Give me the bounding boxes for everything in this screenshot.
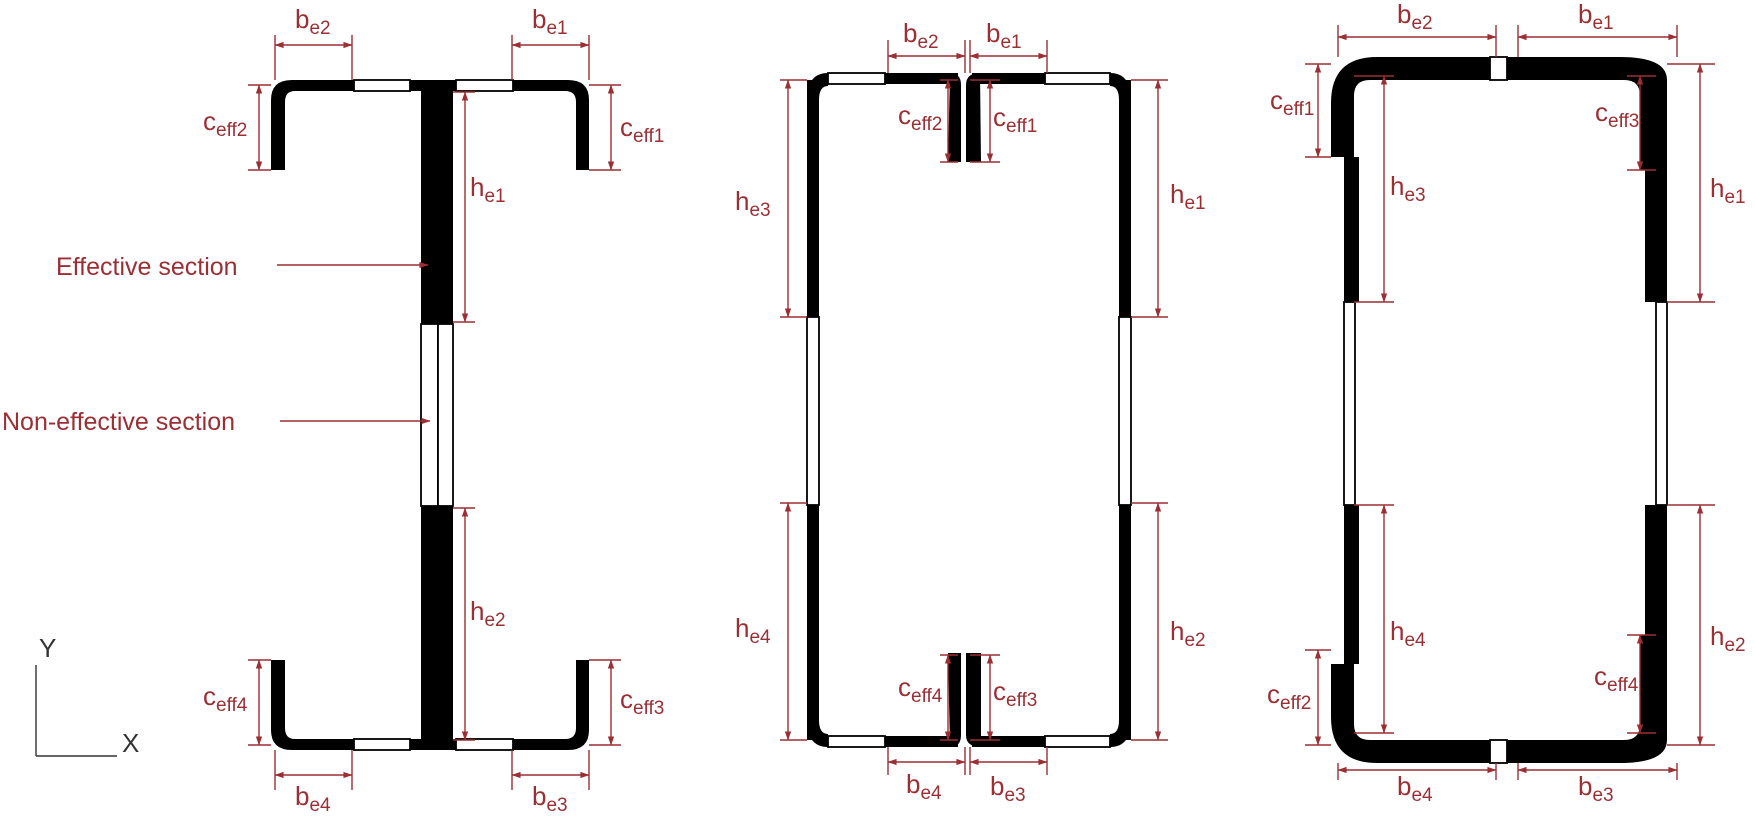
- s3-be4-label: be4: [1397, 771, 1433, 806]
- s3-ceff3-label: ceff3: [1595, 97, 1639, 132]
- non-effective-section-label: Non-effective section: [2, 408, 235, 436]
- s2-ceff4-label: ceff4: [898, 672, 943, 707]
- s3-he3-label: he3: [1390, 171, 1426, 206]
- s3-be1-label: be1: [1578, 0, 1614, 34]
- section-1-back-to-back-channels: [271, 79, 589, 751]
- s1-he2-label: he2: [470, 596, 506, 631]
- s2-ceff1-label: ceff1: [993, 102, 1037, 137]
- s1-ceff4-label: ceff4: [203, 681, 248, 716]
- s3-be3-label: be3: [1578, 771, 1614, 806]
- s3-he4-label: he4: [1390, 616, 1426, 651]
- axis-y-label: Y: [39, 633, 56, 663]
- s2-ceff2-label: ceff2: [898, 100, 942, 135]
- section-2-face-to-face-channels: [806, 72, 1132, 748]
- s2-be4-label: be4: [906, 769, 942, 804]
- s2-he2-label: he2: [1170, 616, 1206, 651]
- s1-he1-label: he1: [470, 172, 506, 207]
- dimension-labels: be2 be1 ceff2 ceff1 he1 he2 ceff4 ceff3 …: [203, 0, 1746, 816]
- xy-axis-icon: Y X: [35, 633, 139, 758]
- s2-be1-label: be1: [986, 18, 1022, 53]
- dimension-lines: [248, 25, 1715, 790]
- s3-be2-label: be2: [1397, 0, 1433, 34]
- s2-he4-label: he4: [735, 613, 771, 648]
- effective-section-label: Effective section: [56, 253, 238, 281]
- s3-ceff4-label: ceff4: [1594, 661, 1639, 696]
- s1-be1-label: be1: [532, 4, 568, 39]
- s2-he1-label: he1: [1170, 179, 1206, 214]
- s2-be2-label: be2: [903, 18, 939, 53]
- s2-be3-label: be3: [990, 771, 1026, 806]
- s3-he1-label: he1: [1710, 173, 1746, 208]
- s1-be3-label: be3: [532, 781, 568, 816]
- s3-ceff2-label: ceff2: [1267, 679, 1311, 714]
- s1-be2-label: be2: [295, 4, 331, 39]
- s2-ceff3-label: ceff3: [993, 676, 1037, 711]
- s1-be4-label: be4: [295, 781, 331, 816]
- axis-x-label: X: [122, 728, 139, 758]
- section-3-nested-channels: [1331, 56, 1668, 764]
- s1-ceff2-label: ceff2: [203, 106, 247, 141]
- s3-he2-label: he2: [1710, 621, 1746, 656]
- s1-ceff1-label: ceff1: [620, 112, 664, 147]
- s2-he3-label: he3: [735, 186, 771, 221]
- s3-ceff1-label: ceff1: [1270, 85, 1314, 120]
- s1-ceff3-label: ceff3: [620, 684, 664, 719]
